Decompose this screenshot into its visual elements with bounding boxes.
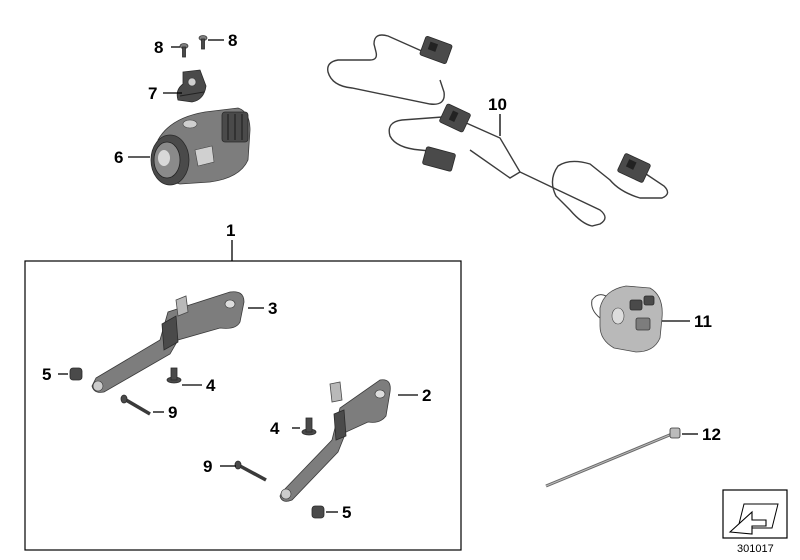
callout-8: 8 xyxy=(154,38,163,57)
cable-tie-icon xyxy=(545,427,681,488)
callout-4: 4 xyxy=(270,419,280,438)
connector-icon xyxy=(617,153,651,183)
bolt-icon xyxy=(120,394,151,416)
callout-6: 6 xyxy=(114,148,123,167)
callout-9: 9 xyxy=(168,403,177,422)
handlebar-switch-icon xyxy=(591,285,663,353)
callout-7: 7 xyxy=(148,84,157,103)
rubber-buffer-icon xyxy=(166,367,182,384)
diagram-number: 301017 xyxy=(737,543,774,555)
callout-5: 5 xyxy=(42,365,51,384)
callout-10: 10 xyxy=(488,95,507,114)
callout-11: 11 xyxy=(694,312,712,331)
callout-5: 5 xyxy=(342,503,351,522)
screw-icon xyxy=(179,35,208,58)
callout-4: 4 xyxy=(206,376,216,395)
fog-light-icon xyxy=(150,107,251,186)
callout-2: 2 xyxy=(422,386,431,405)
connector-icon xyxy=(419,35,453,65)
callout-3: 3 xyxy=(268,299,277,318)
wiring-harness-icon xyxy=(327,34,669,227)
callout-9: 9 xyxy=(203,457,212,476)
holder-icon xyxy=(176,69,207,103)
group-frame xyxy=(24,260,462,551)
diagram-stamp-icon xyxy=(722,489,788,539)
connector-icon xyxy=(422,146,456,172)
nut-icon xyxy=(69,367,83,381)
bracket-icon xyxy=(91,291,245,393)
leader-lines xyxy=(58,39,698,513)
rubber-buffer-icon xyxy=(301,417,317,436)
callout-8: 8 xyxy=(228,31,237,50)
bracket-icon xyxy=(279,379,391,502)
bolt-icon xyxy=(234,460,267,482)
connector-icon xyxy=(439,103,471,133)
callout-12: 12 xyxy=(702,425,721,444)
nut-icon xyxy=(311,505,325,519)
callout-1: 1 xyxy=(226,221,235,240)
